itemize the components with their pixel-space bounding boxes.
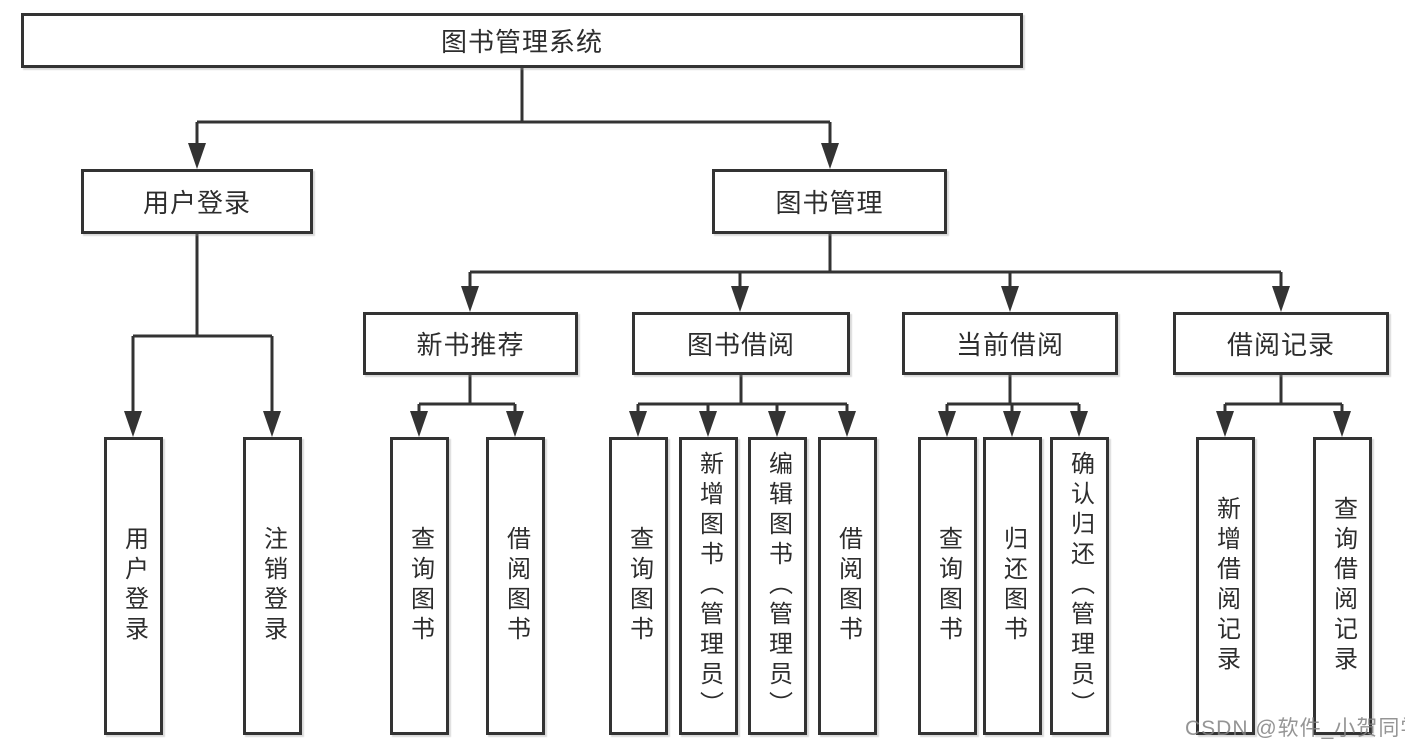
- node-label: 新增图书（管理员）: [695, 451, 723, 721]
- node-label: 图书管理: [775, 188, 884, 218]
- node-label: 借阅图书: [502, 526, 530, 646]
- node-label: 用户登录: [142, 188, 251, 218]
- node-label: 归还图书: [999, 526, 1027, 646]
- node-current-borrow: 当前借阅: [902, 312, 1118, 375]
- leaf-add-borrow-record: 新增借阅记录: [1196, 437, 1255, 735]
- node-label: 图书管理系统: [440, 27, 603, 57]
- node-label: 借阅图书: [834, 526, 862, 646]
- leaf-borrow-books-2: 借阅图书: [818, 437, 877, 735]
- node-root-system: 图书管理系统: [21, 13, 1023, 68]
- node-label: 注销登录: [259, 526, 287, 646]
- node-book-borrow: 图书借阅: [632, 312, 850, 375]
- node-label: 用户登录: [120, 526, 148, 646]
- node-label: 编辑图书（管理员）: [764, 451, 792, 721]
- node-label: 查询图书: [625, 526, 653, 646]
- leaf-borrow-books-1: 借阅图书: [486, 437, 545, 735]
- leaf-query-borrow-record: 查询借阅记录: [1313, 437, 1372, 735]
- node-label: 查询借阅记录: [1329, 496, 1357, 676]
- leaf-query-books-3: 查询图书: [918, 437, 977, 735]
- leaf-query-books-2: 查询图书: [609, 437, 668, 735]
- leaf-user-login: 用户登录: [104, 437, 163, 735]
- leaf-add-books-admin: 新增图书（管理员）: [679, 437, 738, 735]
- node-label: 查询图书: [406, 526, 434, 646]
- node-label: 查询图书: [934, 526, 962, 646]
- node-label: 新书推荐: [416, 330, 525, 360]
- node-label: 借阅记录: [1226, 330, 1335, 360]
- leaf-edit-books-admin: 编辑图书（管理员）: [748, 437, 807, 735]
- node-borrow-records: 借阅记录: [1173, 312, 1389, 375]
- leaf-logout: 注销登录: [243, 437, 302, 735]
- node-label: 新增借阅记录: [1212, 496, 1240, 676]
- node-label: 当前借阅: [955, 330, 1064, 360]
- leaf-confirm-return-admin: 确认归还（管理员）: [1050, 437, 1109, 735]
- node-user-login-branch: 用户登录: [81, 169, 313, 234]
- node-new-book-recommend: 新书推荐: [363, 312, 578, 375]
- node-book-management: 图书管理: [712, 169, 947, 234]
- csdn-watermark: CSDN @软件_小贺同学: [1185, 717, 1405, 740]
- leaf-query-books-1: 查询图书: [390, 437, 449, 735]
- node-label: 图书借阅: [686, 330, 795, 360]
- node-label: 确认归还（管理员）: [1066, 451, 1094, 721]
- leaf-return-books: 归还图书: [983, 437, 1042, 735]
